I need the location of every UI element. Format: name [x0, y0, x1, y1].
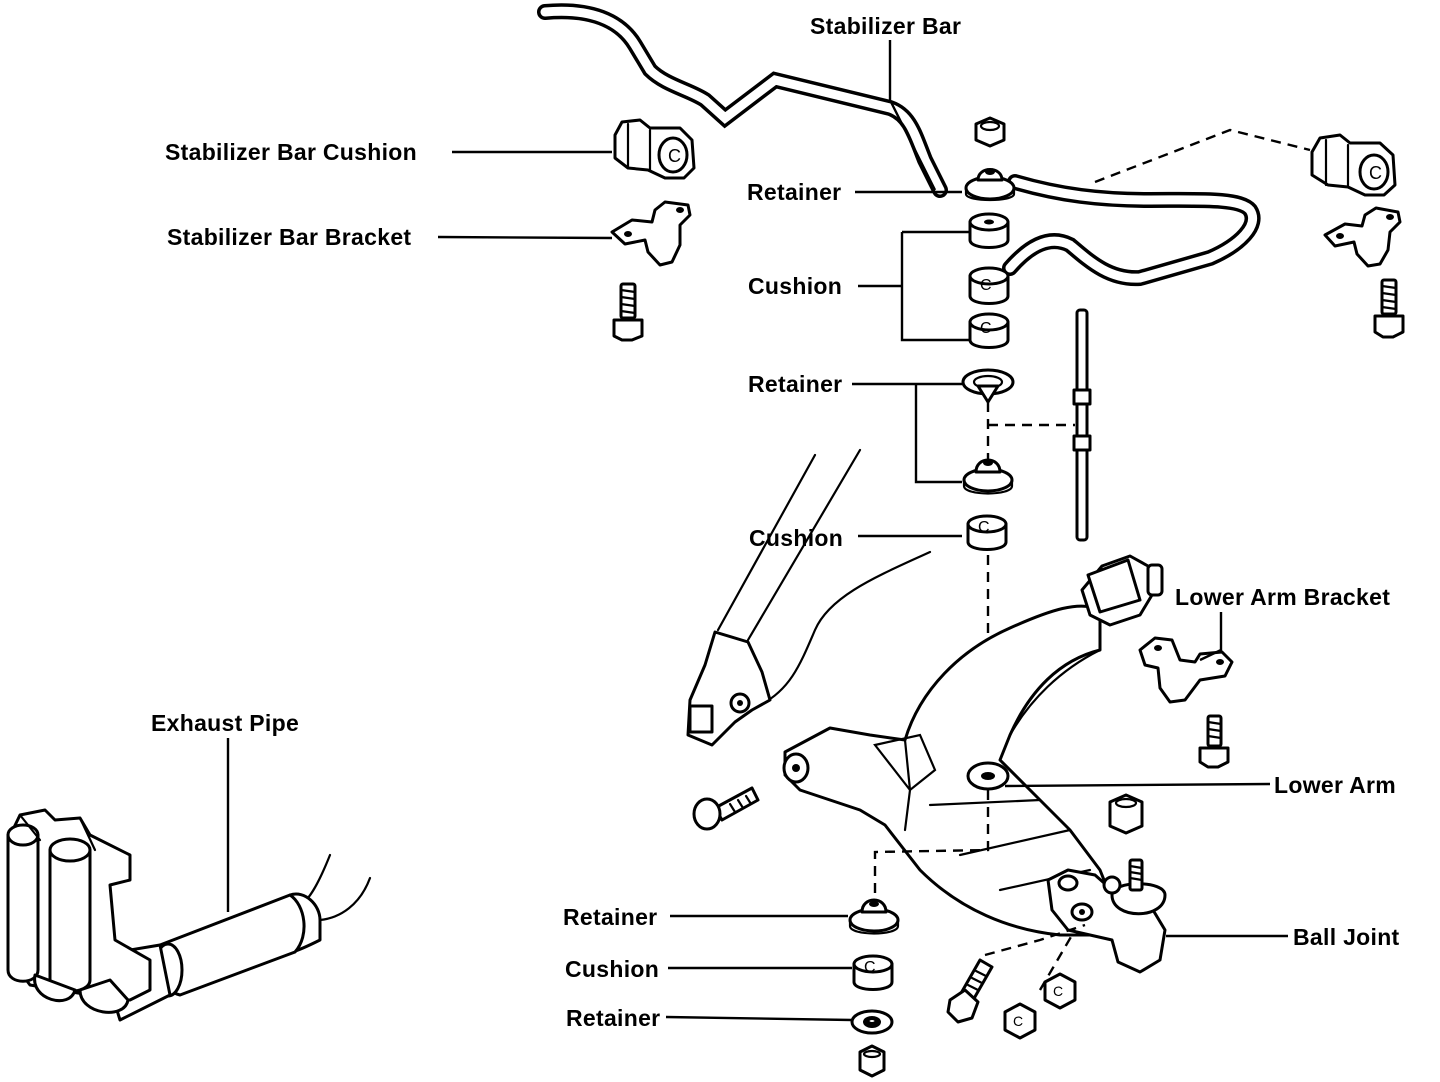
label-ball-joint: Ball Joint: [1293, 924, 1400, 950]
retainer-top: [964, 168, 1016, 202]
cushion-lower: C: [852, 954, 894, 991]
bolt-lower-arm-bracket: [1198, 714, 1230, 769]
bolt-ball-joint: [946, 958, 994, 1024]
svg-text:C: C: [1013, 1013, 1023, 1029]
stabilizer-bar: [537, 3, 1261, 287]
leader-lines: [226, 40, 1288, 1022]
guide-line: [986, 402, 1075, 465]
label-exhaust-pipe: Exhaust Pipe: [151, 710, 299, 736]
label-stabilizer-bar: Stabilizer Bar: [810, 13, 961, 39]
cushion-top-3: C: [968, 312, 1010, 349]
lower-arm-bracket: [1138, 636, 1234, 704]
body-frame: [686, 448, 932, 747]
label-stabilizer-bar-cushion: Stabilizer Bar Cushion: [165, 139, 417, 165]
label-retainer-mid: Retainer: [748, 371, 842, 397]
bolt-left: [612, 282, 644, 342]
bolt-right: [1373, 278, 1405, 339]
lower-arm-bushing: [1080, 554, 1164, 627]
cushion-mid: C: [966, 514, 1008, 551]
svg-text:C: C: [1053, 983, 1063, 999]
nut-ball-joint-1: C: [1003, 1002, 1037, 1040]
retainer-mid-1: [961, 368, 1015, 404]
label-lower-arm-bracket: Lower Arm Bracket: [1175, 584, 1390, 610]
svg-text:C: C: [980, 277, 992, 294]
retainer-lower-2: [850, 1009, 894, 1035]
label-stabilizer-bar-bracket: Stabilizer Bar Bracket: [167, 224, 411, 250]
bolt-lower-arm: [692, 786, 760, 831]
stabilizer-bar-bracket-left: [610, 200, 692, 267]
label-cushion-mid: Cushion: [749, 525, 843, 551]
cushion-top-2: C: [968, 266, 1010, 305]
svg-text:C: C: [978, 519, 990, 536]
label-cushion-upper: Cushion: [748, 273, 842, 299]
guide-line: [1094, 128, 1311, 184]
nut-ball-joint: [1108, 793, 1144, 835]
svg-text:C: C: [668, 146, 681, 166]
ball-joint: [1046, 858, 1167, 974]
svg-text:C: C: [1369, 163, 1382, 183]
stabilizer-bar-cushion-left: C: [613, 118, 696, 180]
label-cushion-lower: Cushion: [565, 956, 659, 982]
label-retainer-lower-2: Retainer: [566, 1005, 660, 1031]
label-retainer-lower-1: Retainer: [563, 904, 657, 930]
stabilizer-bar-cushion-right: C: [1310, 133, 1397, 197]
retainer-mid-2: [962, 458, 1014, 495]
svg-text:C: C: [864, 959, 876, 976]
guide-line: [984, 923, 1086, 991]
label-retainer-top: Retainer: [747, 179, 841, 205]
stabilizer-link-rod: [1072, 308, 1092, 542]
retainer-lower-1: [848, 898, 900, 935]
label-lower-arm: Lower Arm: [1274, 772, 1396, 798]
nut-bottom: [858, 1044, 886, 1078]
exhaust-pipe: [6, 808, 372, 1022]
cushion-top-1: [968, 212, 1010, 249]
nut-top: [974, 116, 1006, 148]
svg-text:C: C: [980, 320, 992, 337]
nut-ball-joint-2: C: [1043, 972, 1077, 1010]
stabilizer-bar-bracket-right: [1323, 206, 1402, 268]
